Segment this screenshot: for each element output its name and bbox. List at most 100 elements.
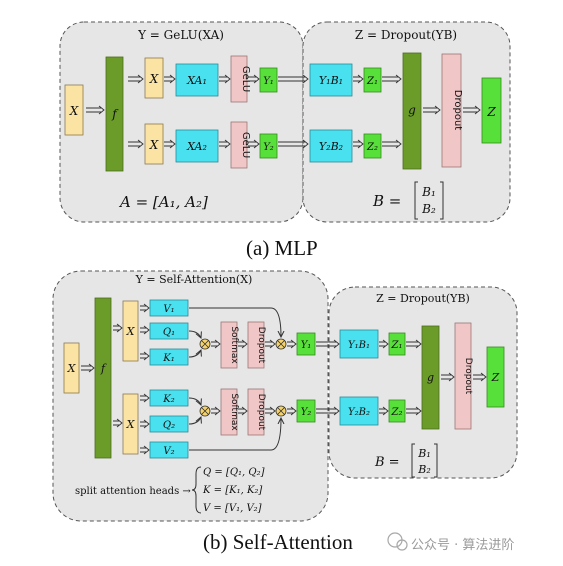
mlp-diagram: Y = GeLU(XA) Z = Dropout(YB) X f X X XA₁…: [59, 21, 511, 223]
mlp-xa2-label: XA₂: [186, 140, 207, 153]
mlp-g-block: [402, 52, 422, 170]
attn-q1-block: [149, 322, 189, 340]
double-arrow: [81, 363, 95, 373]
mlp-z1-block: [363, 67, 382, 93]
double-arrow: [86, 105, 105, 115]
double-arrow: [316, 406, 340, 416]
mlp-gelu-1-label: GeLU: [240, 66, 251, 92]
double-arrow: [140, 419, 150, 429]
double-arrow: [379, 339, 389, 349]
double-arrow: [382, 139, 402, 149]
mlp-y1b1-block: [309, 63, 353, 97]
mlp-y2-block: [259, 133, 278, 159]
double-arrow: [265, 406, 276, 416]
attn-y1b1-label: Y₁B₁: [348, 340, 370, 351]
attn-right-title: Z = Dropout(YB): [376, 292, 470, 305]
double-arrow: [265, 339, 276, 349]
mlp-xa2-block: [175, 129, 219, 163]
attn-b1: B₁: [417, 447, 431, 460]
mlp-z-block: [481, 77, 502, 144]
double-arrow: [140, 303, 150, 313]
mlp-dropout-label: Dropout: [452, 90, 463, 131]
arrow: [188, 330, 201, 338]
attn-y2b2-block: [339, 396, 379, 426]
double-arrow: [238, 339, 248, 349]
attn-f-block: [94, 297, 112, 459]
attn-x-split-2-label: X: [126, 418, 136, 431]
mlp-y2b2-block: [309, 129, 353, 163]
double-arrow: [211, 339, 221, 349]
double-arrow: [164, 74, 176, 84]
mlp-input-x-label: X: [69, 104, 79, 118]
double-arrow: [473, 372, 487, 382]
mlp-eq-a: A = [A₁, A₂]: [118, 193, 208, 211]
attn-softmax-2-label: Softmax: [229, 393, 239, 431]
double-arrow: [140, 325, 150, 335]
double-arrow: [140, 445, 150, 455]
mlp-y1b1-label: Y₁B₁: [319, 74, 343, 87]
double-arrow: [278, 74, 309, 84]
attn-input-x-label: X: [67, 362, 77, 375]
attn-z2-label: Z₂: [391, 407, 403, 418]
double-arrow: [211, 406, 221, 416]
double-arrow: [287, 406, 297, 416]
watermark-text: 公众号 · 算法进阶: [411, 538, 515, 553]
mlp-y2-label: Y₂: [263, 142, 274, 153]
arrow: [188, 397, 201, 405]
mlp-y1-label: Y₁: [263, 76, 274, 87]
attn-q1-label: Q₁: [163, 327, 175, 338]
mlp-y1-block: [259, 67, 278, 93]
wechat-logo-icon: [387, 532, 408, 551]
attn-softmax-2: [220, 388, 238, 436]
attn-g-block: [421, 325, 440, 430]
arrow: [189, 418, 281, 451]
attn-dropout-2: [247, 388, 265, 436]
attn-q-eq: Q = [Q₁, Q₂]: [203, 467, 265, 478]
attn-dropout-1-label: Dropout: [256, 327, 266, 364]
double-arrow: [382, 74, 402, 84]
attn-g-label: g: [427, 371, 434, 384]
arrow: [188, 417, 201, 425]
attn-k2-block: [149, 389, 189, 407]
attn-caption: (b) Self-Attention: [203, 530, 353, 554]
double-arrow: [353, 139, 364, 149]
mlp-gelu-1: [230, 55, 248, 103]
double-arrow: [164, 139, 176, 149]
attn-dropout-1: [247, 321, 265, 369]
attn-dropout-label: Dropout: [463, 358, 473, 395]
attn-x-split-1-label: X: [126, 325, 136, 338]
attn-y1b1-block: [339, 329, 379, 359]
mlp-x-split-1: [144, 57, 164, 99]
double-arrow: [423, 105, 441, 115]
attn-v2-block: [149, 441, 189, 459]
mlp-b2: B₂: [421, 202, 436, 216]
attn-eq-b-lhs: B =: [374, 455, 400, 470]
attn-y2-block: [296, 399, 316, 423]
mlp-y2b2-label: Y₂B₂: [319, 140, 343, 153]
double-arrow: [287, 339, 297, 349]
double-arrow: [140, 351, 150, 361]
multiply-icon: [275, 405, 287, 417]
attn-y2-label: Y₂: [301, 407, 312, 418]
attn-split-label: split attention heads →: [75, 486, 191, 497]
attn-k2-label: K₂: [162, 394, 174, 405]
attn-left-title: Y = Self-Attention(X): [135, 273, 253, 286]
attn-y1-block: [296, 332, 316, 356]
mlp-x-split-2-label: X: [149, 138, 159, 152]
mlp-eq-b-lhs: B =: [372, 192, 401, 210]
attn-z1-block: [388, 332, 406, 356]
multiply-icon: [199, 405, 211, 417]
mlp-f-label: f: [111, 107, 119, 121]
multiply-icon: [275, 338, 287, 350]
double-arrow: [379, 406, 389, 416]
attn-f-label: f: [100, 362, 107, 375]
double-arrow: [278, 139, 309, 149]
double-arrow: [463, 105, 481, 115]
matrix-bracket-left: [414, 181, 418, 220]
attn-b2: B₂: [417, 463, 431, 476]
attn-k1-block: [149, 348, 189, 366]
mlp-z2-label: Z₂: [366, 142, 378, 153]
double-arrow: [219, 74, 231, 84]
arrow: [188, 350, 201, 358]
